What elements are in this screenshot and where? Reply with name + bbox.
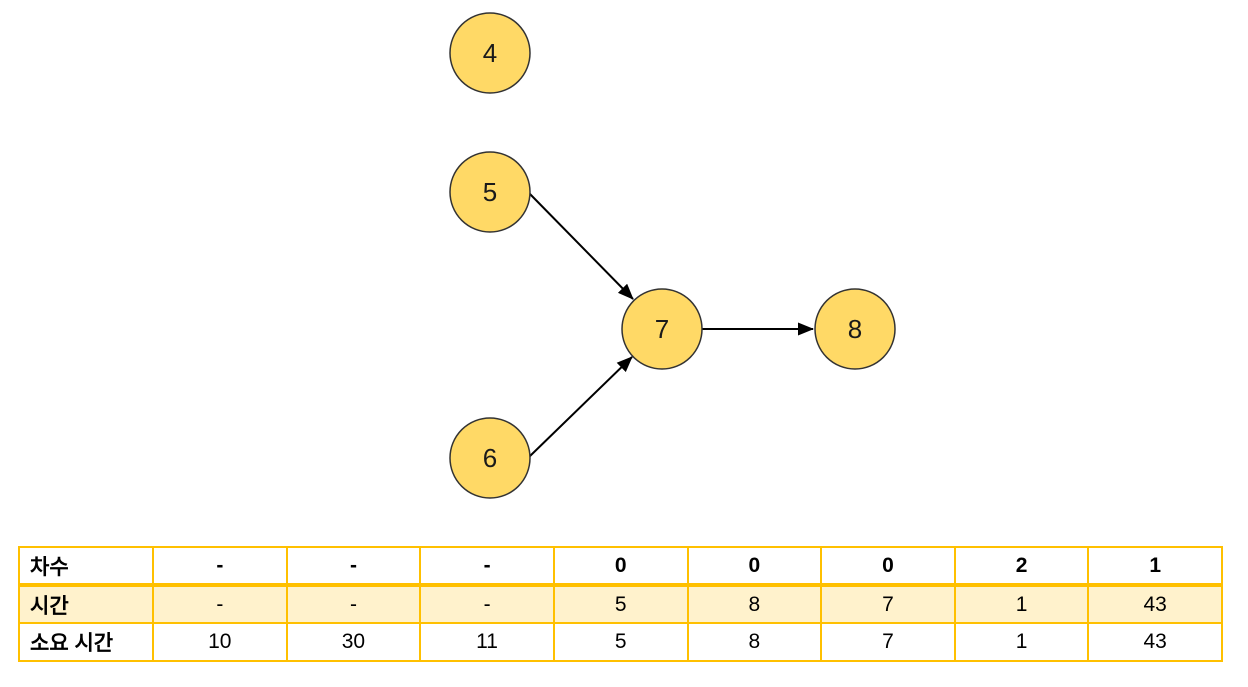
table-cell: - [419,546,555,587]
node-circle [814,288,896,370]
node-label: 4 [483,38,497,68]
table-cell: 2 [953,546,1090,587]
table-cell: 8 [686,622,823,662]
row-label: 차수 [18,546,154,587]
graph-node-8: 8 [814,288,896,370]
table-cell: 8 [686,584,823,624]
row-label: 시간 [18,584,154,624]
table-cell: 10 [152,622,288,662]
table-cell: 43 [1087,622,1223,662]
table-cell: 43 [1087,584,1223,624]
node-label: 7 [655,314,669,344]
table-cell: 0 [820,546,956,587]
table-cell: 7 [820,584,956,624]
graph-edge-5-to-7 [528,192,634,300]
graph-node-7: 7 [621,288,703,370]
node-label: 6 [483,443,497,473]
graph-node-4: 4 [449,12,531,94]
table-cell: - [285,546,422,587]
graph-edge-6-to-7 [528,356,633,458]
table-cell: 1 [1087,546,1223,587]
node-circle [621,288,703,370]
row-label: 소요 시간 [18,622,154,662]
node-circle [449,151,531,233]
table-cell: 5 [552,622,689,662]
table-cell: 1 [953,584,1090,624]
table-cell: - [152,546,288,587]
table-cell: 0 [552,546,689,587]
table-cell: 30 [285,622,422,662]
graph-node-6: 6 [449,417,531,499]
node-label: 8 [848,314,862,344]
table-cell: - [152,584,288,624]
node-circle [449,12,531,94]
table-cell: 7 [820,622,956,662]
table-cell: 5 [552,584,689,624]
node-circle [449,417,531,499]
table-cell: 1 [953,622,1090,662]
table-cell: 0 [686,546,823,587]
node-label: 5 [483,177,497,207]
graph-diagram: 4 5 6 7 8 [449,12,896,499]
table-cell: 11 [419,622,555,662]
table-cell: - [419,584,555,624]
graph-node-5: 5 [449,151,531,233]
table-cell: - [285,584,422,624]
